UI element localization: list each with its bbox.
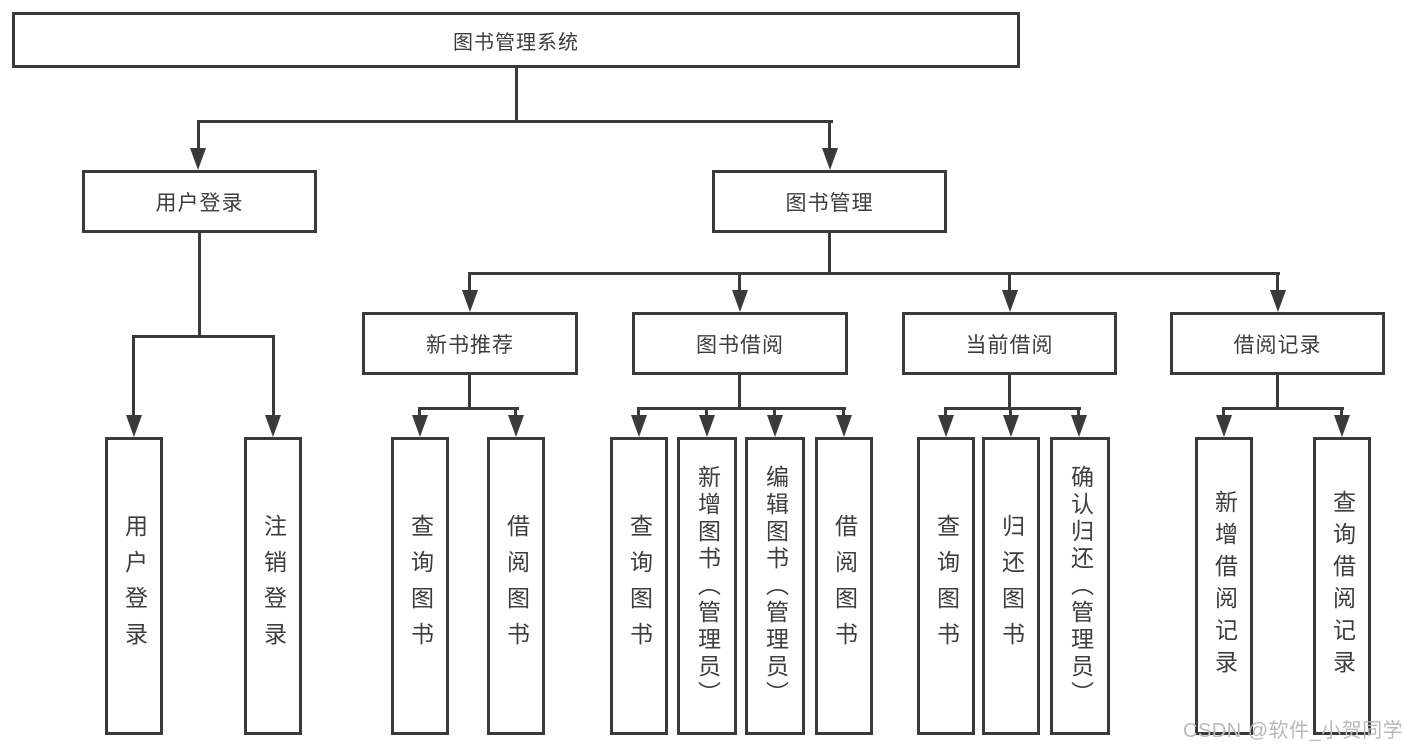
leaf-confirm-return-admin: 确认归还（管理员） [1050, 437, 1110, 735]
arrow-down-icon [1334, 415, 1350, 437]
connector-line [705, 407, 708, 417]
watermark: CSDN @软件_小贺同学 [1183, 720, 1404, 742]
arrow-down-icon [265, 415, 281, 437]
connector-line [1340, 407, 1343, 417]
leaf-logout: 注销登录 [244, 437, 302, 735]
node-label: 用户登录 [155, 191, 244, 215]
connector-line [515, 68, 518, 122]
leaf-add-borrow-record: 新增借阅记录 [1195, 437, 1253, 735]
arrow-down-icon [1003, 415, 1019, 437]
connector-line [1276, 272, 1279, 292]
leaf-query-books: 查询图书 [391, 437, 449, 735]
connector-line [738, 272, 741, 292]
connector-line [637, 407, 640, 417]
connector-line [1009, 407, 1012, 417]
connector-line [1008, 272, 1011, 292]
connector-line [1008, 375, 1011, 409]
connector-line [637, 407, 846, 410]
leaf-label: 注销登录 [260, 514, 287, 658]
connector-line [419, 407, 519, 410]
connector-line [944, 407, 947, 417]
arrow-down-icon [1071, 415, 1087, 437]
leaf-borrow-books: 借阅图书 [487, 437, 545, 735]
arrow-down-icon [508, 415, 524, 437]
node-new-book-recommend: 新书推荐 [362, 312, 578, 375]
connector-line [468, 272, 471, 292]
leaf-label: 查询图书 [407, 514, 434, 658]
leaf-label: 用户登录 [121, 514, 148, 658]
node-borrow-records: 借阅记录 [1170, 312, 1385, 375]
leaf-label: 借阅图书 [831, 514, 858, 658]
connector-line [197, 120, 833, 123]
leaf-user-login: 用户登录 [105, 437, 163, 735]
node-book-management: 图书管理 [712, 170, 947, 233]
node-label: 新书推荐 [426, 333, 514, 357]
connector-line [1077, 407, 1080, 417]
connector-line [1276, 375, 1279, 409]
node-root-label: 图书管理系统 [453, 31, 579, 54]
arrow-down-icon [836, 415, 852, 437]
connector-line [738, 375, 741, 409]
arrow-down-icon [190, 148, 206, 170]
node-current-borrow: 当前借阅 [902, 312, 1117, 375]
connector-line [132, 335, 275, 338]
leaf-query-books: 查询图书 [610, 437, 668, 735]
connector-line [198, 233, 201, 335]
node-book-borrow: 图书借阅 [632, 312, 848, 375]
connector-line [1222, 407, 1225, 417]
connector-line [842, 407, 845, 417]
node-label: 图书管理 [785, 191, 874, 215]
node-label: 当前借阅 [965, 333, 1054, 357]
leaf-query-borrow-record: 查询借阅记录 [1313, 437, 1371, 735]
leaf-label: 查询图书 [933, 514, 960, 658]
leaf-label: 借阅图书 [503, 514, 530, 658]
connector-line [828, 120, 831, 150]
arrow-down-icon [1270, 290, 1286, 312]
leaf-edit-books-admin: 编辑图书（管理员） [745, 437, 805, 735]
arrow-down-icon [699, 415, 715, 437]
leaf-label: 编辑图书（管理员） [762, 464, 789, 708]
arrow-down-icon [126, 415, 142, 437]
leaf-label: 查询图书 [626, 514, 653, 658]
arrow-down-icon [938, 415, 954, 437]
connector-line [468, 375, 471, 409]
leaf-query-books: 查询图书 [917, 437, 975, 735]
node-label: 借阅记录 [1233, 333, 1322, 357]
arrow-down-icon [1002, 290, 1018, 312]
leaf-label: 确认归还（管理员） [1067, 464, 1094, 708]
connector-line [773, 407, 776, 417]
leaf-label: 归还图书 [998, 514, 1025, 658]
leaf-borrow-books: 借阅图书 [815, 437, 873, 735]
arrow-down-icon [1216, 415, 1232, 437]
connector-line [1222, 407, 1344, 410]
leaf-label: 查询借阅记录 [1329, 490, 1356, 682]
connector-line [514, 407, 517, 417]
connector-line [828, 233, 831, 275]
connector-line [418, 407, 421, 417]
node-user-login: 用户登录 [82, 170, 317, 233]
arrow-down-icon [631, 415, 647, 437]
leaf-label: 新增借阅记录 [1211, 490, 1238, 682]
leaf-add-books-admin: 新增图书（管理员） [677, 437, 737, 735]
leaf-label: 新增图书（管理员） [694, 464, 721, 708]
arrow-down-icon [767, 415, 783, 437]
node-label: 图书借阅 [696, 333, 784, 357]
connector-line [197, 120, 200, 150]
arrow-down-icon [462, 290, 478, 312]
arrow-down-icon [412, 415, 428, 437]
node-root: 图书管理系统 [12, 12, 1020, 68]
arrow-down-icon [732, 290, 748, 312]
arrow-down-icon [822, 148, 838, 170]
leaf-return-books: 归还图书 [982, 437, 1040, 735]
connector-line [468, 272, 1280, 275]
connector-line [132, 335, 135, 417]
connector-line [944, 407, 1081, 410]
connector-line [272, 335, 275, 417]
